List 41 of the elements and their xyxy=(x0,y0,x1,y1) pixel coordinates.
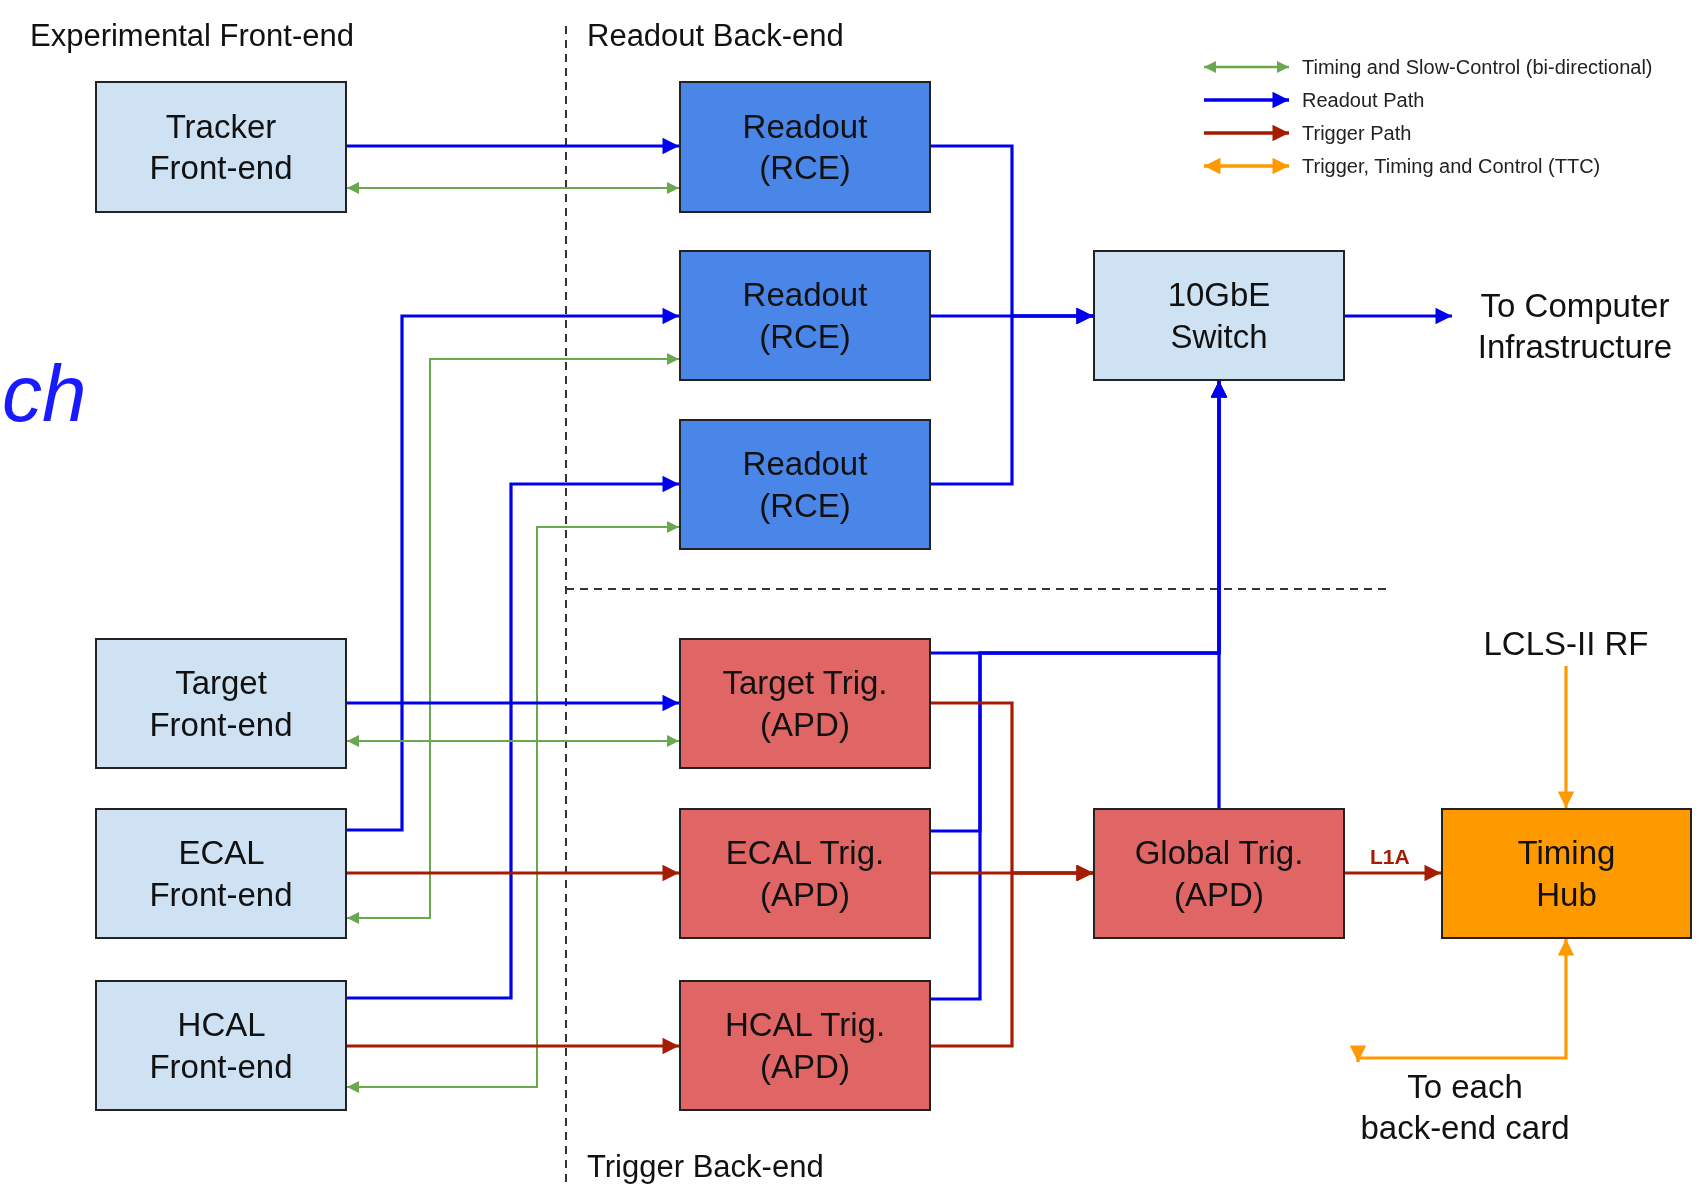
section-heading: Trigger Back-end xyxy=(587,1150,824,1185)
arrow xyxy=(346,521,680,1093)
slide-text-fragment: ch xyxy=(2,350,87,438)
arrow xyxy=(931,307,1093,486)
trigger-box: Global Trig. (APD) xyxy=(1093,808,1345,939)
legend-text: Readout Path xyxy=(1302,88,1425,112)
arrow xyxy=(1349,939,1575,1062)
arrow xyxy=(347,475,679,1000)
arrow xyxy=(1345,307,1452,325)
arrow xyxy=(347,307,679,832)
timing-hub-box: Timing Hub xyxy=(1441,808,1692,939)
legend-text: Trigger Path xyxy=(1302,121,1412,145)
front-end-box: Target Front-end xyxy=(95,638,347,769)
section-heading: Readout Back-end xyxy=(587,19,844,54)
arrow xyxy=(1210,381,1228,808)
destination-text: To each back-end card xyxy=(1345,1062,1585,1152)
arrow xyxy=(347,694,679,712)
arrow xyxy=(346,182,680,194)
arrow xyxy=(1345,864,1441,882)
arrow xyxy=(931,864,1093,1048)
trigger-box: Target Trig. (APD) xyxy=(679,638,931,769)
legend-text: Trigger, Timing and Control (TTC) xyxy=(1302,154,1601,178)
destination-text: To Computer Infrastructure xyxy=(1452,280,1698,372)
arrow xyxy=(347,864,679,882)
arrow xyxy=(347,137,679,155)
readout-box: Readout (RCE) xyxy=(679,250,931,381)
section-heading: Experimental Front-end xyxy=(30,19,354,54)
front-end-box: Tracker Front-end xyxy=(95,81,347,213)
arrow xyxy=(1557,666,1575,808)
readout-box: Readout (RCE) xyxy=(679,81,931,213)
trigger-box: HCAL Trig. (APD) xyxy=(679,980,931,1111)
arrow xyxy=(346,353,680,924)
front-end-box: ECAL Front-end xyxy=(95,808,347,939)
arrow xyxy=(347,1037,679,1055)
readout-box: Readout (RCE) xyxy=(679,419,931,550)
trigger-box: ECAL Trig. (APD) xyxy=(679,808,931,939)
source-text: LCLS-II RF xyxy=(1462,622,1670,666)
legend-text: Timing and Slow-Control (bi-directional) xyxy=(1302,55,1653,79)
switch-box: 10GbE Switch xyxy=(1093,250,1345,381)
arrow xyxy=(346,735,680,747)
front-end-box: HCAL Front-end xyxy=(95,980,347,1111)
